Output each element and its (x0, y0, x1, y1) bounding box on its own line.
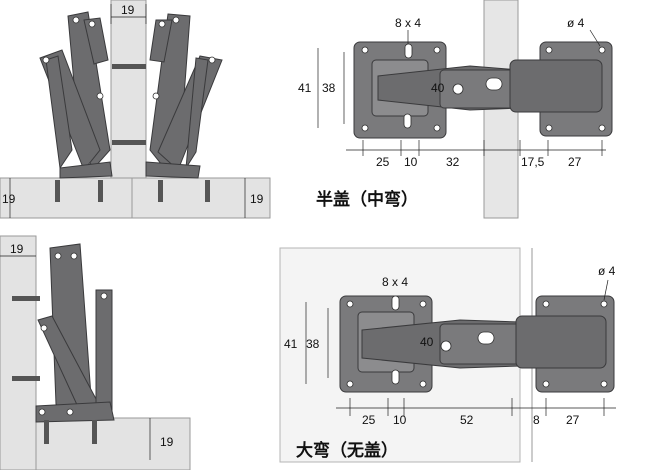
hole-dia-label: ø 4 (567, 16, 585, 30)
dim-1: 25 (376, 155, 390, 169)
top-right-front-view: 8 x 4 ø 4 41 38 40 25 10 32 17,5 27 半盖（中… (286, 0, 650, 222)
hole-dia-label-2: ø 4 (598, 264, 616, 278)
bottom-board (0, 177, 271, 219)
dim-4: 17,5 (521, 155, 545, 169)
side-gap-label-2: 19 (10, 242, 24, 256)
top-left-side-view: 19 19 19 (0, 0, 271, 222)
inset-hinge-arms (35, 243, 115, 423)
slot-size-label-2: 8 x 4 (382, 275, 408, 289)
bottom-left-dim: 19 (2, 192, 16, 206)
center-panel (110, 0, 147, 179)
center-label-2: 40 (420, 335, 434, 349)
center-label: 40 (431, 81, 445, 95)
left-hinge-arms (39, 11, 113, 179)
slot-size-label: 8 x 4 (395, 16, 421, 30)
dim-5: 27 (568, 155, 582, 169)
caption-half-overlay: 半盖（中弯） (316, 189, 418, 210)
side-gap-label: 19 (121, 3, 135, 17)
dim-10: 27 (566, 413, 580, 427)
height-inner-label-2: 38 (306, 337, 320, 351)
dim-8: 52 (460, 413, 474, 427)
bottom-right-dim: 19 (250, 192, 264, 206)
height-outer-label-2: 41 (284, 337, 298, 351)
caption-full-inset: 大弯（无盖） (296, 440, 398, 461)
dim-6: 25 (362, 413, 376, 427)
right-hinge-arms (145, 13, 223, 179)
dim-2: 10 (404, 155, 418, 169)
side-screws (55, 64, 210, 202)
slot-hole (404, 43, 413, 59)
height-inner-label: 38 (322, 81, 336, 95)
bottom-right-front-view: 8 x 4 ø 4 41 38 40 25 10 52 8 27 大弯（无盖） (279, 236, 650, 470)
bottom-left-side-view: 19 19 (0, 235, 191, 470)
bottom-dim-2: 19 (160, 435, 174, 449)
height-outer-label: 41 (298, 81, 312, 95)
dim-7: 10 (393, 413, 407, 427)
dim-3: 32 (446, 155, 460, 169)
bottom-shelf (35, 417, 191, 470)
side-panel (0, 235, 37, 470)
dim-9: 8 (533, 413, 540, 427)
